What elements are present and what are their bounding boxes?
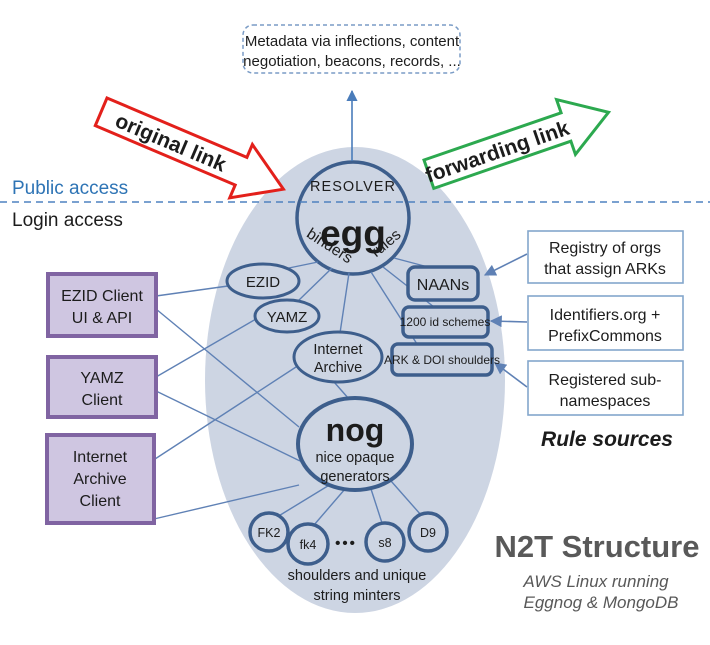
- connector-nog-s8: [370, 488, 383, 524]
- registered-box: [527, 360, 684, 416]
- connector-ezid-client-nog: [155, 308, 300, 428]
- rule-sources-caption: Rule sources: [541, 428, 673, 451]
- minters-caption-line1: shoulders and unique: [288, 568, 427, 584]
- arrow-identifiers-schemes: [489, 315, 528, 328]
- identifiers-line1: Identifiers.org +: [550, 307, 661, 324]
- ezid-client-line1: EZID Client: [61, 288, 143, 305]
- schemes-box-label: 1200 id schemes: [400, 315, 491, 329]
- connector-nog-fk2: [276, 483, 332, 518]
- minter-fk2: [248, 511, 290, 553]
- minter-fk4: [286, 522, 330, 566]
- connector-nog-d9: [390, 480, 422, 516]
- connector-egg-ezid: [283, 261, 319, 270]
- metadata-note-box: [242, 24, 461, 74]
- schemes-box: [401, 305, 490, 339]
- registry-box: [527, 230, 684, 284]
- registered-line1: Registered sub-: [549, 372, 662, 389]
- diagram-title: N2T Structure: [495, 529, 700, 564]
- connector-ia-client-ia: [154, 366, 297, 460]
- forwarding-link-arrow: forwarding link: [422, 97, 612, 191]
- yamz-client-line2: Client: [82, 392, 123, 409]
- connector-ia-nog: [333, 381, 350, 400]
- ia-client-line1: Internet: [73, 449, 128, 466]
- nog-desc-line1: nice opaque: [315, 450, 394, 466]
- naans-box-label: NAANs: [417, 277, 469, 294]
- connector-egg-yamz: [296, 267, 333, 303]
- yamz-node-label: YAMZ: [267, 309, 308, 326]
- resolver-label: RESOLVER: [310, 179, 396, 195]
- metadata-note-line2: negotiation, beacons, records, ...: [243, 53, 461, 70]
- minter-fk2-label: FK2: [258, 526, 281, 540]
- connector-ezid-client-ezid: [155, 285, 229, 297]
- ia-client-line3: Client: [80, 493, 121, 510]
- minter-s8-label: s8: [378, 536, 391, 550]
- internet-archive-node-line2: Archive: [314, 360, 362, 376]
- identifiers-line2: PrefixCommons: [548, 328, 662, 345]
- nog-desc-line2: generators: [320, 469, 389, 485]
- shoulders-box: [390, 342, 494, 377]
- connector-yamz-client-nog: [155, 390, 301, 462]
- ia-client-box: [45, 433, 156, 525]
- minter-d9-label: D9: [420, 526, 436, 540]
- nog-label: nog: [326, 412, 385, 448]
- internet-archive-node-line1: Internet: [313, 342, 362, 358]
- minter-d9: [407, 511, 449, 553]
- minter-fk4-label: fk4: [300, 538, 317, 552]
- ezid-client-box: [46, 272, 158, 338]
- yamz-client-line1: YAMZ: [80, 370, 123, 387]
- arrow-registered-shoulders: [494, 362, 528, 388]
- connector-nog-fk4: [313, 488, 346, 526]
- login-access-label: Login access: [12, 210, 123, 231]
- forwarding-link-arrow-shape: [422, 97, 612, 191]
- yamz-client-box: [46, 355, 158, 419]
- yamz-node: [253, 298, 321, 334]
- ia-client-line2: Archive: [73, 471, 126, 488]
- resolver-egg-circle: [295, 160, 411, 276]
- diagram-subtitle-line1: AWS Linux running: [522, 572, 669, 591]
- connector-yamz-client-yamz: [155, 318, 257, 378]
- minter-s8: [364, 521, 406, 563]
- internet-archive-node: [292, 330, 384, 384]
- naans-box: [406, 265, 480, 302]
- arrow-registry-naans: [483, 253, 528, 276]
- public-access-label: Public access: [12, 178, 128, 199]
- egg-label: egg: [320, 213, 386, 254]
- original-link-arrow-shape: [93, 96, 286, 200]
- ezid-client-line2: UI & API: [72, 310, 132, 327]
- shoulders-box-label: ARK & DOI shoulders: [384, 353, 500, 367]
- registry-line1: Registry of orgs: [549, 240, 661, 257]
- registered-line2: namespaces: [560, 393, 651, 410]
- ezid-node: [225, 262, 301, 300]
- identifiers-box: [527, 295, 684, 351]
- nog-node: [296, 396, 414, 492]
- minters-caption-line2: string minters: [313, 588, 400, 604]
- ezid-node-label: EZID: [246, 274, 280, 291]
- metadata-note-line1: Metadata via inflections, content: [245, 33, 460, 50]
- minter-ellipsis: •••: [335, 535, 357, 552]
- connector-egg-internet-archive: [339, 272, 350, 334]
- registry-line2: that assign ARKs: [544, 261, 666, 278]
- diagram-subtitle-line2: Eggnog & MongoDB: [524, 593, 679, 612]
- connector-ia-client-nog: [153, 484, 300, 520]
